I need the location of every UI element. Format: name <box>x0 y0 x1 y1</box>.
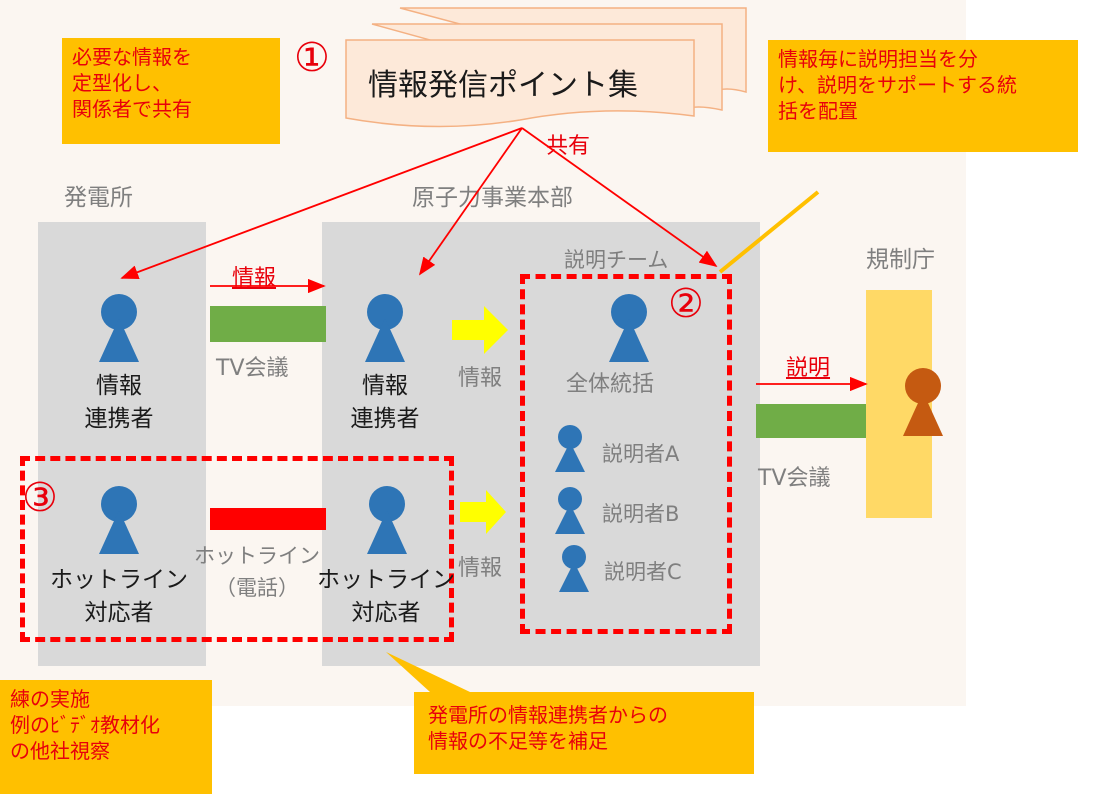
document-stack-shape <box>345 7 747 128</box>
hq-liaison-line-2: 連携者 <box>350 406 420 432</box>
info-point-document: 情報発信ポイント集 <box>344 0 754 130</box>
plant-label: 発電所 <box>64 185 133 211</box>
hq-liaison-label: 情報 連携者 <box>334 370 436 436</box>
callout-3-line-2: 例のﾋﾞﾃﾞｵ教材化 <box>10 713 160 737</box>
hotline-bar <box>210 508 326 530</box>
hq-hotline-label: ホットライン 対応者 <box>312 564 460 630</box>
hq-column <box>322 222 760 666</box>
hotline-label-line-2: （電話） <box>215 576 299 600</box>
hotline-label: ホットライン （電話） <box>194 540 320 604</box>
explainer-c-label: 説明者C <box>604 560 682 584</box>
callout-4-line-2: 情報の不足等を補足 <box>428 729 608 753</box>
hq-liaison-person-icon <box>365 294 405 362</box>
regulator-label: 規制庁 <box>866 247 935 273</box>
plant-liaison-person-icon <box>99 294 139 362</box>
explain-label: 説明 <box>786 356 831 381</box>
share-arrow-plant <box>120 127 523 280</box>
share-label: 共有 <box>546 134 591 159</box>
tv-conference-bar-2 <box>756 404 866 438</box>
coordinator-person-icon <box>609 294 649 362</box>
callout-4-line-1: 発電所の情報連携者からの <box>428 703 668 727</box>
yellow-arrow-2 <box>460 490 506 534</box>
hotline-label-line-1: ホットライン <box>194 544 320 568</box>
callout-1-line-2: 定型化し、 <box>72 71 172 95</box>
callout-assign-explainers: 情報毎に説明担当を分 け、説明をサポートする統 括を配置 <box>768 40 1078 152</box>
tv-label-2: TV会議 <box>758 466 831 491</box>
hq-label: 原子力事業本部 <box>412 185 573 211</box>
plant-liaison-line-2: 連携者 <box>84 406 154 432</box>
hq-hotline-person-icon <box>367 486 407 554</box>
explain-team-box <box>520 274 732 634</box>
callout-1-line-1: 必要な情報を <box>72 45 192 69</box>
explainer-a-person-icon <box>555 425 585 472</box>
callout-2-line-1: 情報毎に説明担当を分 <box>778 47 978 71</box>
explainer-c-person-icon <box>559 545 589 592</box>
plant-hotline-person-icon <box>99 486 139 554</box>
callout-1-line-3: 関係者で共有 <box>72 97 192 121</box>
callout-supplement-info: 発電所の情報連携者からの 情報の不足等を補足 <box>414 692 754 774</box>
regulator-person-icon <box>903 368 943 436</box>
callout-2-pointer <box>718 190 820 274</box>
tv-label-1: TV会議 <box>216 356 289 381</box>
explainer-a-label: 説明者A <box>602 442 680 466</box>
plant-hotline-line-2: 対応者 <box>84 600 154 626</box>
plant-hotline-label: ホットライン 対応者 <box>46 564 192 630</box>
info-yellow-label-2: 情報 <box>458 556 503 581</box>
plant-hotline-line-1: ホットライン <box>50 567 188 593</box>
tv-conference-bar-1 <box>210 306 326 342</box>
explainer-b-label: 説明者B <box>602 502 680 526</box>
hq-hotline-line-1: ホットライン <box>317 567 455 593</box>
share-arrow-team <box>521 127 718 268</box>
share-arrow-hq <box>418 127 523 276</box>
plant-liaison-line-1: 情報 <box>96 373 142 399</box>
hotline-box <box>20 456 454 642</box>
document-title: 情報発信ポイント集 <box>368 68 638 103</box>
callout-2-line-2: け、説明をサポートする統 <box>778 73 1017 97</box>
callout-training: 練の実施 例のﾋﾞﾃﾞｵ教材化 の他社視察 <box>0 680 212 794</box>
number-1: ① <box>294 35 330 81</box>
hq-hotline-line-2: 対応者 <box>351 600 421 626</box>
coordinator-label: 全体統括 <box>566 372 655 397</box>
callout-4-pointer <box>386 652 470 692</box>
info-yellow-label-1: 情報 <box>458 366 503 391</box>
callout-standardize: 必要な情報を 定型化し、 関係者で共有 <box>62 38 280 144</box>
explainer-b-person-icon <box>555 487 585 534</box>
team-label: 説明チーム <box>564 248 669 272</box>
number-2: ② <box>668 281 704 327</box>
hq-liaison-line-1: 情報 <box>362 373 408 399</box>
callout-2-line-3: 括を配置 <box>778 99 858 123</box>
number-3: ③ <box>22 475 58 521</box>
callout-3-line-1: 練の実施 <box>10 687 90 711</box>
callout-3-line-3: の他社視察 <box>10 739 110 763</box>
yellow-arrow-1 <box>452 306 508 354</box>
plant-liaison-label: 情報 連携者 <box>68 370 170 436</box>
